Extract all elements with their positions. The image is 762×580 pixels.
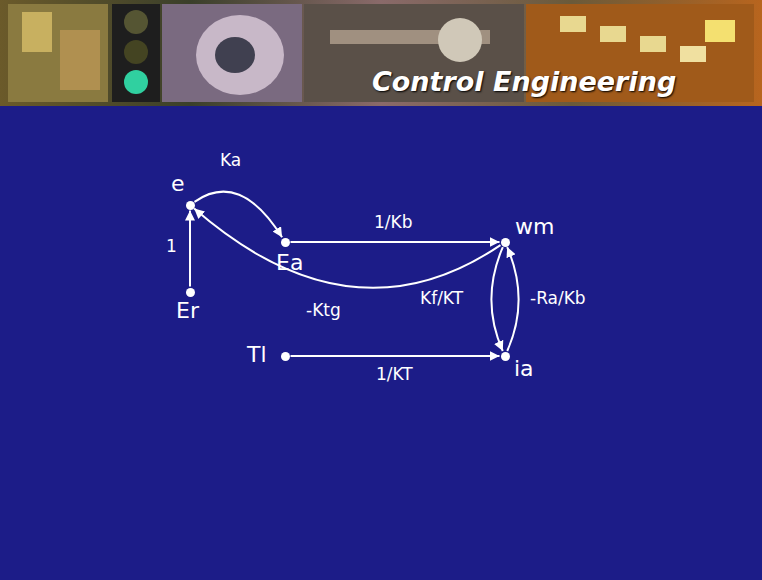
branch-gain: -Ktg bbox=[304, 300, 343, 320]
branch bbox=[291, 241, 500, 243]
branch bbox=[194, 209, 500, 288]
branch bbox=[491, 247, 502, 351]
branch-gain: -Ra/Kb bbox=[528, 288, 588, 308]
signal-node: ia bbox=[501, 352, 510, 361]
node-label: Tl bbox=[247, 342, 267, 368]
branch-gain: 1/KT bbox=[374, 364, 415, 384]
branch bbox=[507, 247, 518, 351]
branch bbox=[189, 211, 191, 287]
node-label: ia bbox=[514, 356, 534, 382]
branch-gain: Ka bbox=[218, 150, 243, 170]
signal-node: Ea bbox=[281, 238, 290, 247]
node-label: wm bbox=[515, 214, 554, 240]
node-label: e bbox=[171, 171, 185, 197]
branch bbox=[291, 355, 500, 357]
signal-node: Er bbox=[186, 288, 195, 297]
signal-node: wm bbox=[501, 238, 510, 247]
branch bbox=[195, 192, 283, 238]
signal-node: e bbox=[186, 201, 195, 210]
branch-gain: 1 bbox=[164, 236, 179, 256]
banner-title: Control Engineering bbox=[372, 66, 676, 98]
branch-gain: Kf/KT bbox=[418, 288, 465, 308]
branch-gain: 1/Kb bbox=[372, 212, 414, 232]
node-label: Er bbox=[176, 298, 199, 324]
signal-node: Tl bbox=[281, 352, 290, 361]
node-label: Ea bbox=[276, 250, 303, 276]
